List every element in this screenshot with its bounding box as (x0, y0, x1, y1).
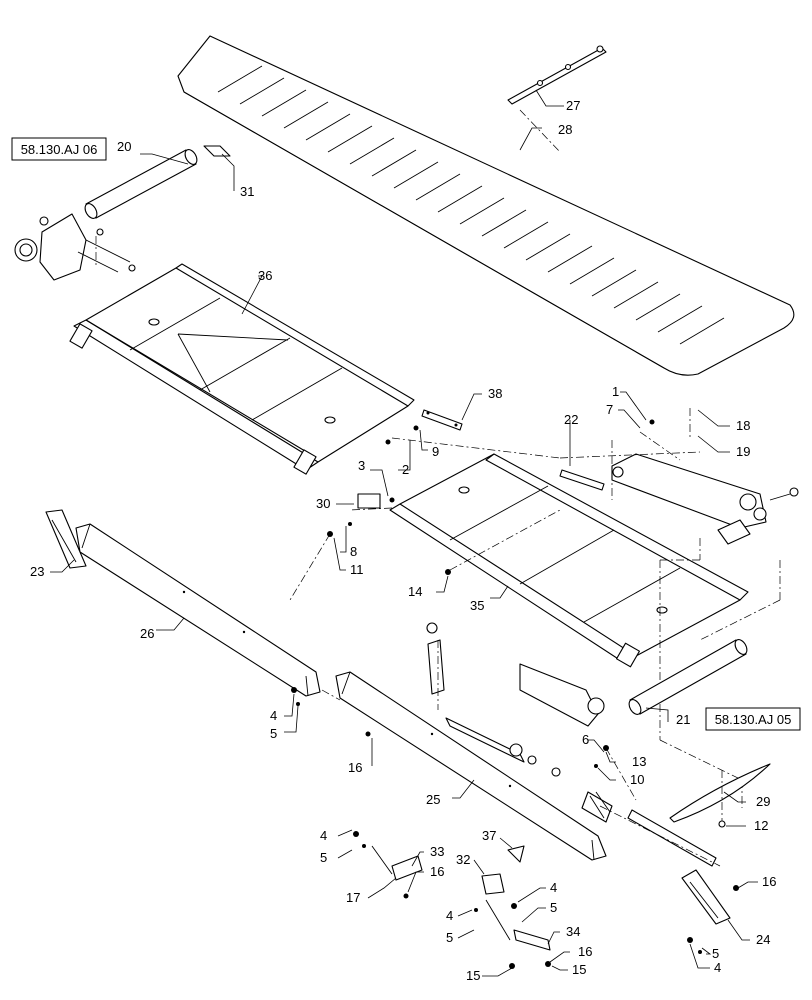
callout-5b: 5 (320, 850, 327, 865)
panel-part-25 (335, 671, 607, 861)
callout-21: 21 (676, 712, 690, 727)
callout-24: 24 (756, 932, 770, 947)
callout-16b: 16 (430, 864, 444, 879)
callout-2: 2 (402, 462, 409, 477)
callout-6: 6 (582, 732, 589, 747)
belt-slats (217, 65, 725, 345)
callout-16: 16 (348, 760, 362, 775)
callout-4b: 4 (320, 828, 327, 843)
callout-31: 31 (240, 184, 254, 199)
callout-4: 4 (270, 708, 277, 723)
reference-box-ajo6[interactable]: 58.130.AJ 06 (11, 137, 107, 161)
callout-37: 37 (482, 828, 496, 843)
bracket-part-32 (481, 873, 505, 895)
linkage-assembly (426, 622, 721, 867)
bar-part-22 (559, 469, 605, 491)
drive-bracket-assembly (14, 213, 136, 281)
plate-part-30 (357, 493, 381, 509)
callout-4e: 4 (714, 960, 721, 975)
reference-label: 58.130.AJ 05 (715, 712, 792, 727)
panel-part-26 (75, 523, 321, 697)
callout-5: 5 (270, 726, 277, 741)
callout-5c: 5 (550, 900, 557, 915)
callout-12: 12 (754, 818, 768, 833)
bracket-part-37 (507, 845, 525, 863)
roller-part-20 (84, 145, 231, 219)
callout-19: 19 (736, 444, 750, 459)
bracket-part-23 (45, 509, 87, 569)
shaft-part-27 (507, 45, 607, 153)
callout-30: 30 (316, 496, 330, 511)
belt-part-28 (177, 35, 795, 376)
callout-labels: 20 31 27 28 36 38 1 7 22 18 19 2 9 3 30 … (30, 98, 776, 983)
callout-5e: 5 (712, 946, 719, 961)
callout-17: 17 (346, 890, 360, 905)
callout-7: 7 (606, 402, 613, 417)
callout-32: 32 (456, 852, 470, 867)
callout-1: 1 (612, 384, 619, 399)
callout-10: 10 (630, 772, 644, 787)
roller-part-21 (628, 639, 748, 715)
callout-22: 22 (564, 412, 578, 427)
callout-13: 13 (632, 754, 646, 769)
blade-part-29 (669, 763, 771, 828)
tensioner-bracket-assembly (611, 408, 799, 545)
reference-box-ajo5[interactable]: 58.130.AJ 05 (705, 707, 801, 731)
callout-25: 25 (426, 792, 440, 807)
callout-20: 20 (117, 139, 131, 154)
callout-5d: 5 (446, 930, 453, 945)
fastener-dots (291, 419, 739, 969)
callout-4c: 4 (550, 880, 557, 895)
callout-27: 27 (566, 98, 580, 113)
callout-18: 18 (736, 418, 750, 433)
callout-8: 8 (350, 544, 357, 559)
callout-28: 28 (558, 122, 572, 137)
callout-14: 14 (408, 584, 422, 599)
callout-16d: 16 (762, 874, 776, 889)
callout-34: 34 (566, 924, 580, 939)
dashed-hidden-lines (289, 437, 701, 801)
bracket-part-24 (681, 869, 731, 925)
callout-11: 11 (350, 562, 364, 577)
callout-16c: 16 (578, 944, 592, 959)
callout-33: 33 (430, 844, 444, 859)
bracket-part-34 (485, 899, 551, 951)
callout-35: 35 (470, 598, 484, 613)
frame-part-35 (349, 453, 749, 668)
callout-9: 9 (432, 444, 439, 459)
callout-38: 38 (488, 386, 502, 401)
leader-lines (50, 89, 758, 977)
frame-part-36 (69, 263, 415, 475)
callout-36: 36 (258, 268, 272, 283)
callout-3: 3 (358, 458, 365, 473)
plate-part-38 (421, 409, 463, 431)
reference-label: 58.130.AJ 06 (21, 142, 98, 157)
callout-15b: 15 (466, 968, 480, 983)
callout-4d: 4 (446, 908, 453, 923)
callout-26: 26 (140, 626, 154, 641)
callout-15: 15 (572, 962, 586, 977)
callout-23: 23 (30, 564, 44, 579)
callout-29: 29 (756, 794, 770, 809)
